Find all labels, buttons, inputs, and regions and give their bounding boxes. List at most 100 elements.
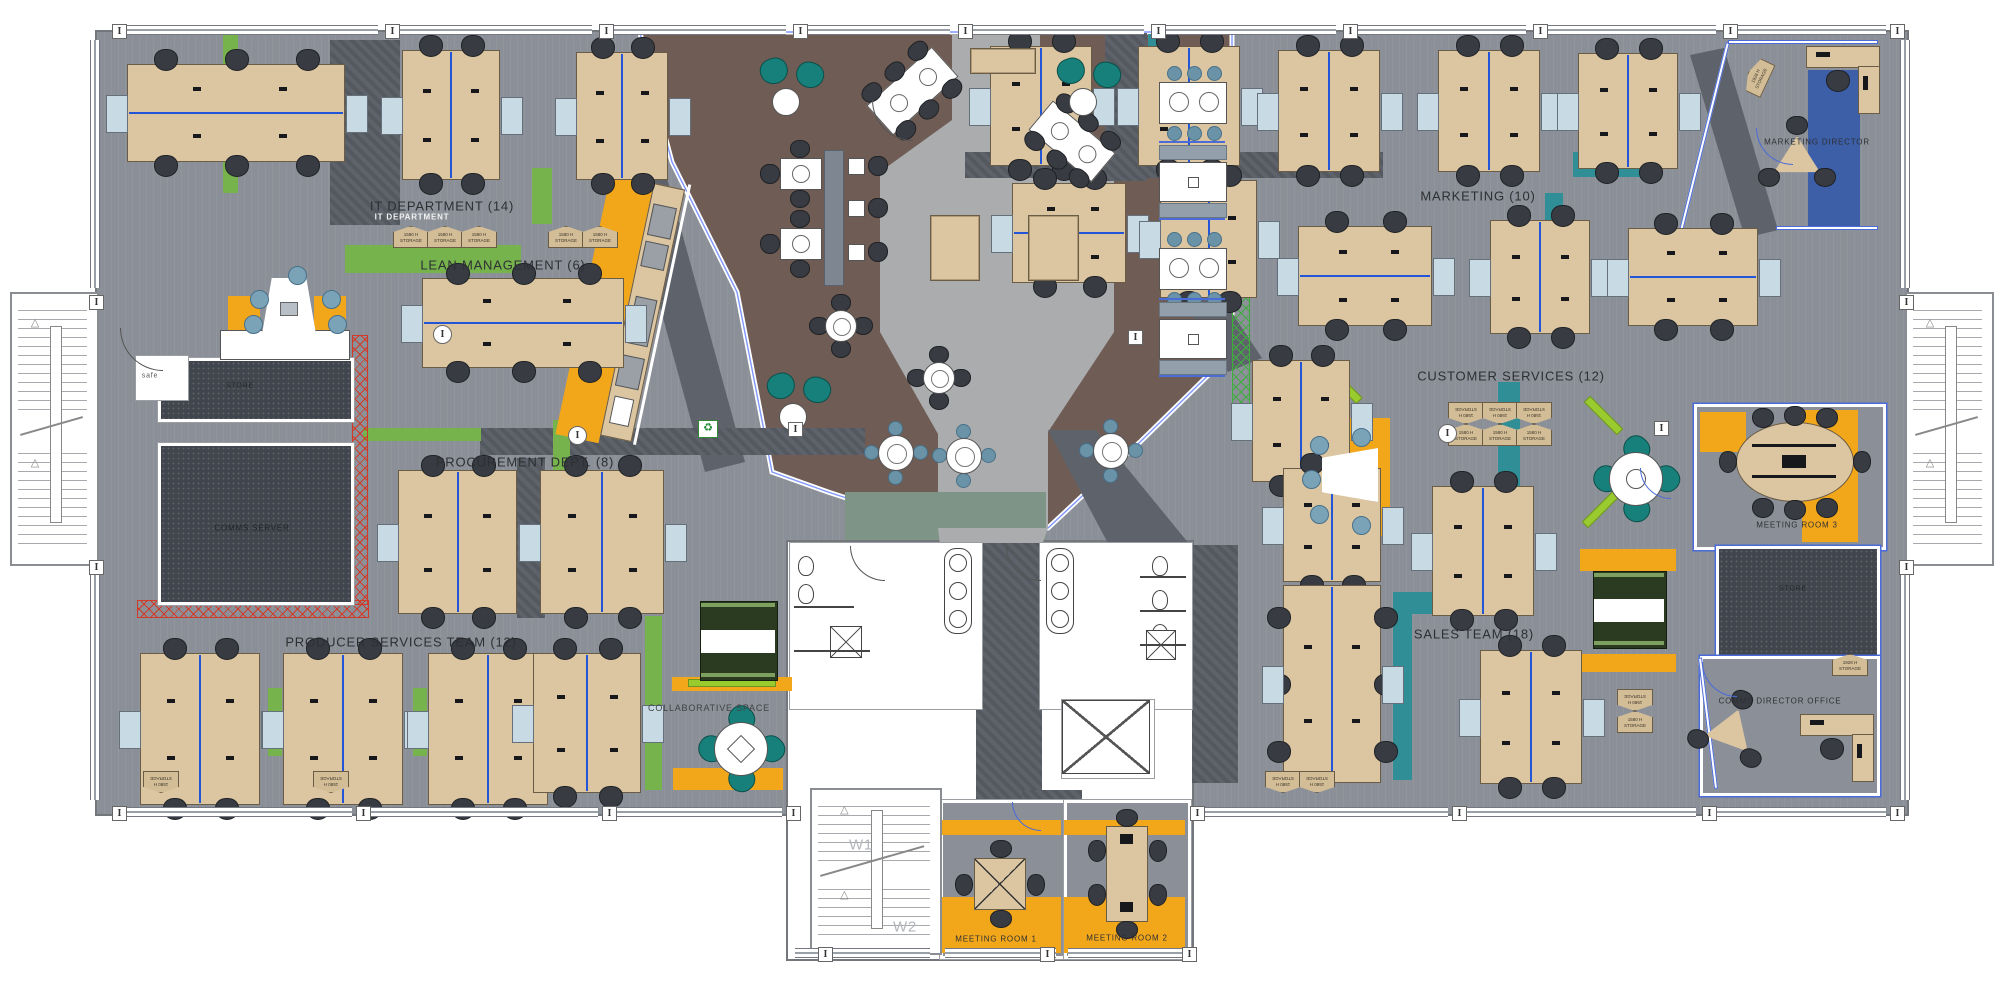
monitor [609,695,618,700]
monitor [1228,215,1237,220]
plate [1199,258,1219,278]
column-marker: I [1899,295,1914,310]
monitor [483,299,491,303]
monitor [192,87,201,91]
recycle-icon: ♻ [698,420,718,438]
monitor [166,699,175,703]
cupboard [970,48,1036,74]
window-strip [118,807,352,817]
monitor [192,134,201,139]
comms-server-room [158,443,354,605]
plate [886,443,908,465]
cafe-blue-chair [1103,468,1118,483]
up-arrow: △ [30,457,40,469]
monitor [556,747,565,752]
storage-unit [1262,666,1284,704]
stool-table [848,244,865,261]
monitor [1810,720,1824,725]
window-strip [606,25,786,35]
meeting-chair [1116,809,1138,827]
monitor [1304,545,1312,550]
cafe-blue-chair [888,470,903,485]
task-chair [1324,319,1349,341]
plate [1101,441,1123,463]
task-chair [578,263,602,285]
office-chair [1814,168,1836,187]
collab-table [714,722,768,776]
booth-chair [1187,126,1202,141]
task-chair [1374,607,1398,630]
desk-divider [1331,470,1333,580]
up-arrow: △ [1925,457,1935,469]
presentation-table [1322,448,1378,502]
task-chair [1550,205,1575,227]
window-strip [610,807,782,817]
cafe-chair [790,260,810,278]
monitor [640,138,649,143]
meeting-chair [1816,498,1838,518]
task-chair [591,37,616,59]
booth-chairs [1159,232,1227,307]
desk-pod [1277,211,1455,341]
desk-pod [1469,205,1613,349]
cafe-blue-chair [956,473,971,488]
orange-floor-accent [1580,654,1676,672]
monitor [1454,525,1462,530]
task-chair [1638,38,1663,60]
task-chair [461,35,486,57]
green-accent-strip [645,616,662,790]
task-chair [1456,165,1480,187]
table-mark [1120,834,1133,844]
lime-screen-strip [1583,395,1624,436]
meeting-chair [1784,500,1806,520]
monitor [1816,52,1830,57]
blue-carpet [1808,70,1860,228]
task-chair [1311,345,1336,367]
label-producer: PRODUCER SERVICES TEAM (12) [285,634,517,650]
booth-bench [1159,298,1227,377]
storage-unit [1433,258,1455,296]
storage-unit [407,711,429,749]
stool-table [848,158,865,175]
media-screen [701,630,775,654]
storage-label: 1580 H STORAGE [548,226,584,248]
monitor [1502,740,1510,745]
director-desk [1806,46,1898,114]
meeting-chair [990,840,1012,858]
meeting-chair [1088,884,1106,906]
task-chair [1383,211,1408,233]
sink [1051,554,1069,572]
desk-divider [450,52,452,178]
column-marker: I [89,295,104,310]
banquette-table-set [760,140,822,208]
desk-pod [1262,585,1404,783]
lounge-set [1053,54,1125,118]
task-chair [1710,213,1735,235]
label-sales: SALES TEAM (18) [1413,626,1535,642]
cafe-chair [790,190,810,208]
window-strip [1194,807,1448,817]
office-chair [1758,168,1780,187]
desk-pod [106,49,368,177]
monitor [279,134,288,139]
column-marker: I [958,24,973,39]
desk-pod [381,35,523,195]
monitor [482,513,491,518]
task-chair [1450,609,1474,631]
monitor [424,567,433,572]
monitor [1012,82,1020,87]
storage-unit [1258,221,1280,259]
desk-divider [487,655,489,803]
shaft-or-shower [1062,700,1150,774]
label-marketing: MARKETING (10) [1420,188,1536,204]
cafe-blue-chair [1128,443,1143,458]
storage-unit [501,97,523,135]
booth-chairs [1159,66,1227,141]
storage-unit [1759,259,1781,297]
desk-pod [1459,635,1605,799]
monitor [1350,87,1358,91]
orange-floor-accent [1700,412,1746,452]
desk-pod [1257,35,1403,187]
column-marker: I [1702,806,1717,821]
